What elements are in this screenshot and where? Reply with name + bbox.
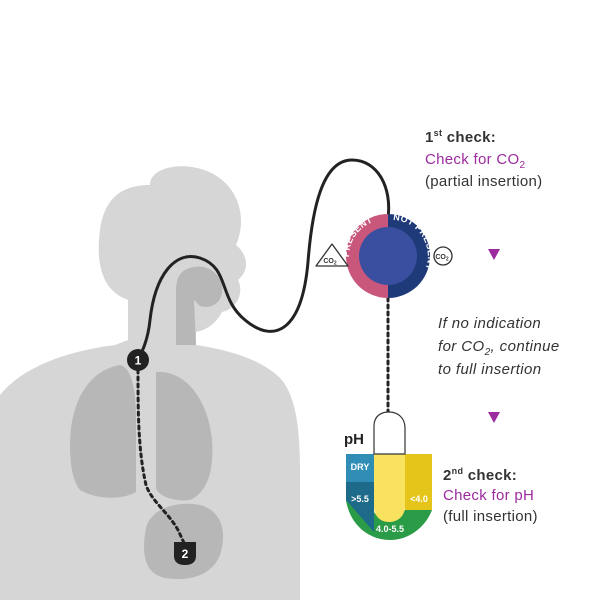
co2-indicator: PRESENT NOT PRESENT xyxy=(341,212,436,298)
ph-segment-high-label: >5.5 xyxy=(351,494,369,504)
ph-scale-dry xyxy=(346,454,374,482)
left-lung xyxy=(70,365,136,498)
check-2-title: 2nd check: xyxy=(443,466,517,484)
ph-segment-mid-label: 4.0-5.5 xyxy=(376,524,404,534)
ph-label: pH xyxy=(344,431,364,448)
ph-segment-low-label: <4.0 xyxy=(410,494,428,504)
svg-text:CO2: CO2 xyxy=(435,254,449,263)
co2-triangle-icon: CO2 xyxy=(315,243,349,267)
co2-triangle-icon-text: CO xyxy=(323,258,334,265)
check-2-text: 2nd check: Check for pH (full insertion) xyxy=(443,466,538,525)
co2-triangle-icon-sub: 2 xyxy=(334,261,337,267)
co2-circle-icon: CO2 xyxy=(433,246,453,266)
tube-dotted-path xyxy=(136,368,187,547)
instruction-line-2: for CO2, continue xyxy=(438,338,560,358)
instruction-line-1: If no indication xyxy=(438,315,541,332)
human-silhouette xyxy=(0,166,300,600)
airway xyxy=(176,266,223,345)
co2-circle-icon-text: CO xyxy=(435,254,446,261)
check-1-note: (partial insertion) xyxy=(425,173,542,190)
ph-segment-dry-label: DRY xyxy=(351,462,370,472)
svg-text:CO2: CO2 xyxy=(323,258,337,267)
arrow-down-icon xyxy=(488,249,500,260)
instruction-line-3: to full insertion xyxy=(438,361,542,378)
check-2-subject: Check for pH xyxy=(443,487,534,504)
co2-indicator-center xyxy=(359,227,417,285)
ph-strip-cap xyxy=(373,411,406,455)
co2-circle-icon-sub: 2 xyxy=(446,257,449,263)
ph-scale-low xyxy=(405,454,432,510)
right-lung xyxy=(156,371,213,501)
arrow-down-icon xyxy=(488,412,500,423)
feeding-tube xyxy=(136,158,391,547)
organs xyxy=(70,266,224,580)
tube-solid-path xyxy=(136,158,391,362)
marker-2: 2 xyxy=(174,542,196,565)
marker-1-label: 1 xyxy=(135,354,142,368)
marker-1: 1 xyxy=(127,349,149,371)
check-1-subject: Check for CO2 xyxy=(425,151,525,171)
instruction-text: If no indication for CO2, continue to fu… xyxy=(438,315,560,378)
check-1-text: 1st check: Check for CO2 (partial insert… xyxy=(425,128,542,190)
ph-indicator: pH DRY >5.5 4.0-5.5 <4.0 xyxy=(344,411,432,540)
check-1-title: 1st check: xyxy=(425,128,496,146)
marker-2-label: 2 xyxy=(182,547,189,561)
ph-scale-high xyxy=(346,482,374,532)
check-2-note: (full insertion) xyxy=(443,508,538,525)
